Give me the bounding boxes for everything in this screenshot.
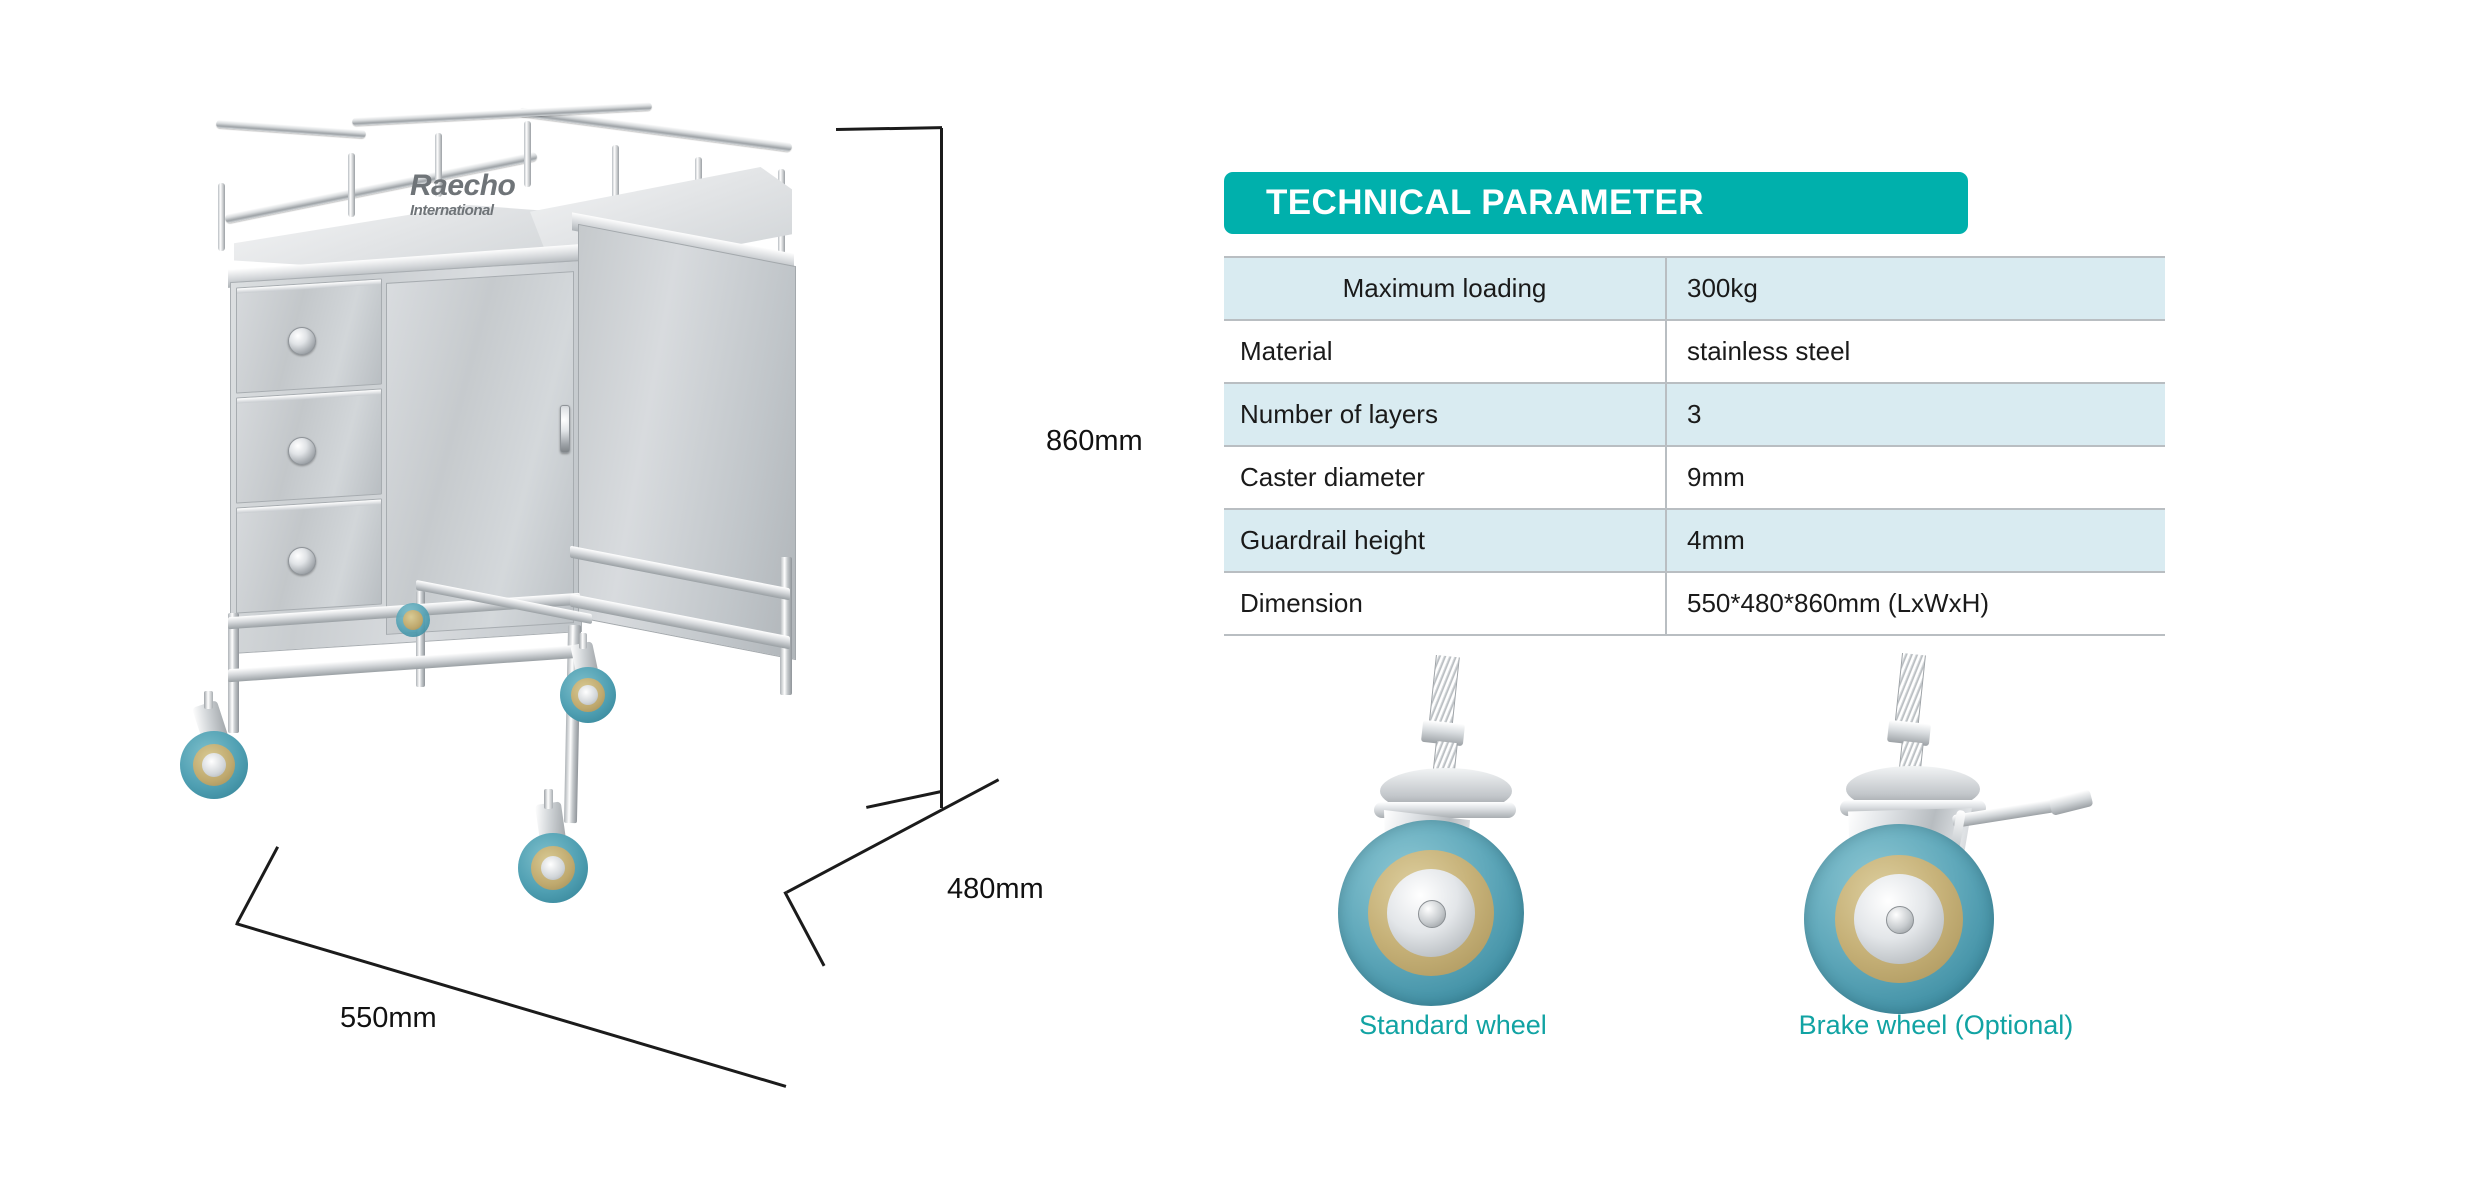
- table-row: Maximum loading 300kg: [1224, 256, 2165, 321]
- spec-value: 3: [1666, 382, 2165, 447]
- guardrail-post-5: [612, 145, 619, 233]
- specification-panel: TECHNICAL PARAMETER Maximum loading 300k…: [1180, 0, 2480, 1193]
- cabinet-door[interactable]: [386, 271, 574, 635]
- table-row: Caster diameter 9mm: [1224, 445, 2165, 510]
- technical-parameter-title: TECHNICAL PARAMETER: [1266, 183, 1704, 222]
- brake-wheel-illustration: [1756, 652, 2116, 1014]
- spec-key: Maximum loading: [1224, 256, 1667, 321]
- caster-axle-bolt: [1418, 900, 1446, 928]
- technical-parameter-table: Maximum loading 300kg Material stainless…: [1224, 256, 2165, 636]
- drawer-knob-bottom[interactable]: [288, 547, 316, 575]
- technical-parameter-header-bar: TECHNICAL PARAMETER: [1224, 172, 1968, 234]
- brand-logo: Raecho International: [410, 169, 516, 219]
- guardrail-post-2: [348, 153, 355, 217]
- dimension-label-width: 550mm: [340, 1002, 437, 1034]
- brand-logo-sub: International: [410, 202, 494, 219]
- spec-key: Guardrail height: [1224, 508, 1667, 573]
- standard-wheel-caption: Standard wheel: [1359, 1010, 1547, 1040]
- brake-lever-pad[interactable]: [2048, 789, 2094, 816]
- stainless-steel-trolley-illustration: Raecho International: [180, 102, 930, 1065]
- spec-value: 550*480*860mm (LxWxH): [1666, 571, 2165, 636]
- drawer-knob-middle[interactable]: [288, 437, 316, 465]
- spec-value: 300kg: [1666, 256, 2165, 321]
- table-row: Dimension 550*480*860mm (LxWxH): [1224, 571, 2165, 636]
- drawer-knob-top[interactable]: [288, 327, 316, 355]
- spec-key: Material: [1224, 319, 1667, 384]
- brake-wheel-caption: Brake wheel (Optional): [1798, 1010, 2074, 1040]
- guardrail-post-3: [435, 133, 442, 197]
- spec-key: Dimension: [1224, 571, 1667, 636]
- dimension-label-height: 860mm: [1046, 425, 1143, 457]
- spec-key: Caster diameter: [1224, 445, 1667, 510]
- brake-caster-threaded-stem: [1894, 652, 1926, 732]
- dimension-label-depth: 480mm: [947, 873, 1044, 905]
- product-image-panel: Raecho International: [0, 0, 1180, 1193]
- guardrail-post-4: [524, 121, 531, 187]
- dimension-line-height: [940, 128, 943, 808]
- cabinet-door-hinge: [560, 405, 570, 453]
- brand-logo-main: Raecho: [410, 169, 516, 202]
- guardrail-post-1: [218, 183, 225, 251]
- table-row: Material stainless steel: [1224, 319, 2165, 384]
- spec-value: 9mm: [1666, 445, 2165, 510]
- technical-parameter-table-body: Maximum loading 300kg Material stainless…: [1224, 256, 2165, 636]
- guardrail-bar-left-return: [215, 119, 367, 139]
- caster-threaded-stem: [1428, 654, 1460, 732]
- standard-wheel-illustration: [1288, 654, 1618, 1006]
- spec-value: stainless steel: [1666, 319, 2165, 384]
- table-row: Number of layers 3: [1224, 382, 2165, 447]
- brake-caster-axle-bolt: [1886, 906, 1914, 934]
- table-row: Guardrail height 4mm: [1224, 508, 2165, 573]
- frame-leg-back-left: [416, 591, 425, 687]
- frame-leg-back-right: [780, 557, 792, 695]
- spec-value: 4mm: [1666, 508, 2165, 573]
- spec-key: Number of layers: [1224, 382, 1667, 447]
